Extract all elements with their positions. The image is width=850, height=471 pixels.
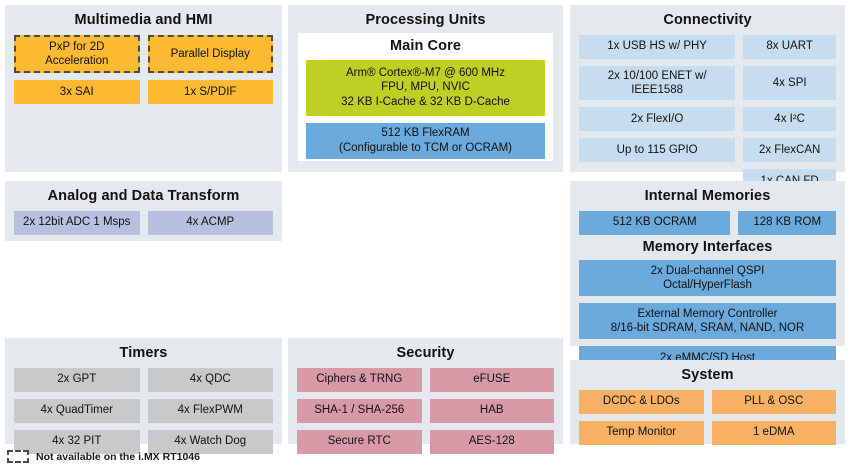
block-uart[interactable]: 8x UART xyxy=(743,34,836,59)
panel-title-timers: Timers xyxy=(119,345,168,361)
block-edma[interactable]: 1 eDMA xyxy=(711,420,836,445)
memory-row-emc: External Memory Controller 8/16-bit SDRA… xyxy=(579,303,836,339)
block-flexpwm[interactable]: 4x FlexPWM xyxy=(147,398,273,423)
block-sha[interactable]: SHA-1 / SHA-256 xyxy=(297,398,422,423)
block-acmp[interactable]: 4x ACMP xyxy=(147,210,273,235)
block-arm-cortex-m7[interactable]: Arm® Cortex®-M7 @ 600 MHz FPU, MPU, NVIC… xyxy=(306,59,545,116)
processing-row-flexram: 512 KB FlexRAM (Configurable to TCM or O… xyxy=(306,122,545,159)
system-row-2: Temp Monitor 1 eDMA xyxy=(579,420,836,445)
panel-title-connectivity: Connectivity xyxy=(663,12,752,28)
block-qdc[interactable]: 4x QDC xyxy=(147,367,273,392)
system-rows: DCDC & LDOs PLL & OSC Temp Monitor 1 eDM… xyxy=(570,389,845,454)
block-gpio[interactable]: Up to 115 GPIO xyxy=(579,137,736,162)
block-qspi[interactable]: 2x Dual-channel QSPI Octal/HyperFlash xyxy=(579,260,836,296)
analog-row-1: 2x 12bit ADC 1 Msps 4x ACMP xyxy=(14,210,273,235)
block-efuse[interactable]: eFUSE xyxy=(429,367,554,392)
panel-title-analog: Analog and Data Transform xyxy=(47,188,240,204)
processing-rows: Arm® Cortex®-M7 @ 600 MHz FPU, MPU, NVIC… xyxy=(298,59,553,167)
connectivity-row-4: Up to 115 GPIO 2x FlexCAN xyxy=(579,137,836,162)
block-quadtimer[interactable]: 4x QuadTimer xyxy=(14,398,140,423)
panel-connectivity: Connectivity 1x USB HS w/ PHY 8x UART 2x… xyxy=(570,5,845,193)
block-pll-osc[interactable]: PLL & OSC xyxy=(711,389,836,414)
panel-title-multimedia: Multimedia and HMI xyxy=(74,12,213,28)
emc-line-2: 8/16-bit SDRAM, SRAM, NAND, NOR xyxy=(610,322,805,334)
panel-processing-units: Processing Units Main Core Arm® Cortex®-… xyxy=(288,5,563,172)
security-rows: Ciphers & TRNG eFUSE SHA-1 / SHA-256 HAB… xyxy=(288,367,563,463)
security-row-2: SHA-1 / SHA-256 HAB xyxy=(297,398,554,423)
panel-system: System DCDC & LDOs PLL & OSC Temp Monito… xyxy=(570,360,845,445)
system-row-1: DCDC & LDOs PLL & OSC xyxy=(579,389,836,414)
core-line-1: Arm® Cortex®-M7 @ 600 MHz xyxy=(346,67,505,80)
panel-multimedia-and-hmi: Multimedia and HMI PxP for 2D Accelerati… xyxy=(5,5,282,172)
block-pit[interactable]: 4x 32 PIT xyxy=(14,429,140,454)
block-temp-monitor[interactable]: Temp Monitor xyxy=(579,420,704,445)
block-aes-128[interactable]: AES-128 xyxy=(429,429,554,454)
connectivity-row-3: 2x FlexI/O 4x I²C xyxy=(579,106,836,131)
emc-line-1: External Memory Controller xyxy=(637,307,778,320)
timers-row-2: 4x QuadTimer 4x FlexPWM xyxy=(14,398,273,423)
block-gpt[interactable]: 2x GPT xyxy=(14,367,140,392)
connectivity-rows: 1x USB HS w/ PHY 8x UART 2x 10/100 ENET … xyxy=(570,34,845,202)
block-i2c[interactable]: 4x I²C xyxy=(743,106,836,131)
block-rom[interactable]: 128 KB ROM xyxy=(738,210,836,235)
processing-row-core: Arm® Cortex®-M7 @ 600 MHz FPU, MPU, NVIC… xyxy=(306,59,545,116)
block-spdif[interactable]: 1x S/PDIF xyxy=(147,79,273,104)
connectivity-row-2: 2x 10/100 ENET w/ IEEE1588 4x SPI xyxy=(579,65,836,100)
analog-rows: 2x 12bit ADC 1 Msps 4x ACMP xyxy=(5,210,282,244)
panel-title-memory-interfaces: Memory Interfaces xyxy=(642,238,773,255)
legend-label: Not available on the i.MX RT1046 xyxy=(36,450,200,463)
block-flexcan[interactable]: 2x FlexCAN xyxy=(743,137,836,162)
core-line-3: 32 KB I-Cache & 32 KB D-Cache xyxy=(341,95,510,108)
memory-interfaces-rows: 2x Dual-channel QSPI Octal/HyperFlash Ex… xyxy=(570,260,845,379)
block-enet[interactable]: 2x 10/100 ENET w/ IEEE1588 xyxy=(579,65,736,100)
block-ocram[interactable]: 512 KB OCRAM xyxy=(579,210,731,235)
timers-row-1: 2x GPT 4x QDC xyxy=(14,367,273,392)
security-row-3: Secure RTC AES-128 xyxy=(297,429,554,454)
qspi-line-2: Octal/HyperFlash xyxy=(663,279,752,291)
dashed-box-icon xyxy=(7,450,29,463)
block-adc[interactable]: 2x 12bit ADC 1 Msps xyxy=(14,210,140,235)
block-dcdc-ldos[interactable]: DCDC & LDOs xyxy=(579,389,704,414)
block-usb-hs-phy[interactable]: 1x USB HS w/ PHY xyxy=(579,34,736,59)
main-core-card: Main Core Arm® Cortex®-M7 @ 600 MHz FPU,… xyxy=(298,33,553,161)
block-pxp-2d-acceleration[interactable]: PxP for 2D Acceleration xyxy=(14,34,140,73)
internal-memories-row-1: 512 KB OCRAM 128 KB ROM xyxy=(579,210,836,235)
panel-title-system: System xyxy=(681,367,734,383)
timers-row-3: 4x 32 PIT 4x Watch Dog xyxy=(14,429,273,454)
flexram-line-1: 512 KB FlexRAM xyxy=(381,127,470,140)
connectivity-row-1: 1x USB HS w/ PHY 8x UART xyxy=(579,34,836,59)
timers-rows: 2x GPT 4x QDC 4x QuadTimer 4x FlexPWM 4x… xyxy=(5,367,282,463)
block-hab[interactable]: HAB xyxy=(429,398,554,423)
panel-analog-and-data-transform: Analog and Data Transform 2x 12bit ADC 1… xyxy=(5,181,282,241)
block-external-memory-controller[interactable]: External Memory Controller 8/16-bit SDRA… xyxy=(579,303,836,339)
internal-memories-rows: 512 KB OCRAM 128 KB ROM xyxy=(570,210,845,235)
main-core-title: Main Core xyxy=(390,38,461,54)
block-secure-rtc[interactable]: Secure RTC xyxy=(297,429,422,454)
block-flexram[interactable]: 512 KB FlexRAM (Configurable to TCM or O… xyxy=(306,122,545,159)
core-line-2: FPU, MPU, NVIC xyxy=(381,81,470,94)
block-watch-dog[interactable]: 4x Watch Dog xyxy=(147,429,273,454)
legend: Not available on the i.MX RT1046 xyxy=(7,450,200,463)
block-sai[interactable]: 3x SAI xyxy=(14,79,140,104)
qspi-line-1: 2x Dual-channel QSPI xyxy=(650,264,765,277)
block-flexio[interactable]: 2x FlexI/O xyxy=(579,106,736,131)
block-parallel-display[interactable]: Parallel Display xyxy=(147,34,273,73)
panel-memories: Internal Memories 512 KB OCRAM 128 KB RO… xyxy=(570,181,845,370)
panel-title-internal-memories: Internal Memories xyxy=(644,188,771,204)
multimedia-row-1: PxP for 2D Acceleration Parallel Display xyxy=(14,34,273,73)
flexram-line-2: (Configurable to TCM or OCRAM) xyxy=(339,141,512,154)
panel-title-processing-units: Processing Units xyxy=(365,12,486,28)
block-ciphers-trng[interactable]: Ciphers & TRNG xyxy=(297,367,422,392)
panel-timers: Timers 2x GPT 4x QDC 4x QuadTimer 4x Fle… xyxy=(5,338,282,454)
multimedia-rows: PxP for 2D Acceleration Parallel Display… xyxy=(5,34,282,113)
panel-title-security: Security xyxy=(396,345,455,361)
panel-security: Security Ciphers & TRNG eFUSE SHA-1 / SH… xyxy=(288,338,563,454)
block-spi[interactable]: 4x SPI xyxy=(743,65,836,100)
memory-row-qspi: 2x Dual-channel QSPI Octal/HyperFlash xyxy=(579,260,836,296)
multimedia-row-2: 3x SAI 1x S/PDIF xyxy=(14,79,273,104)
security-row-1: Ciphers & TRNG eFUSE xyxy=(297,367,554,392)
